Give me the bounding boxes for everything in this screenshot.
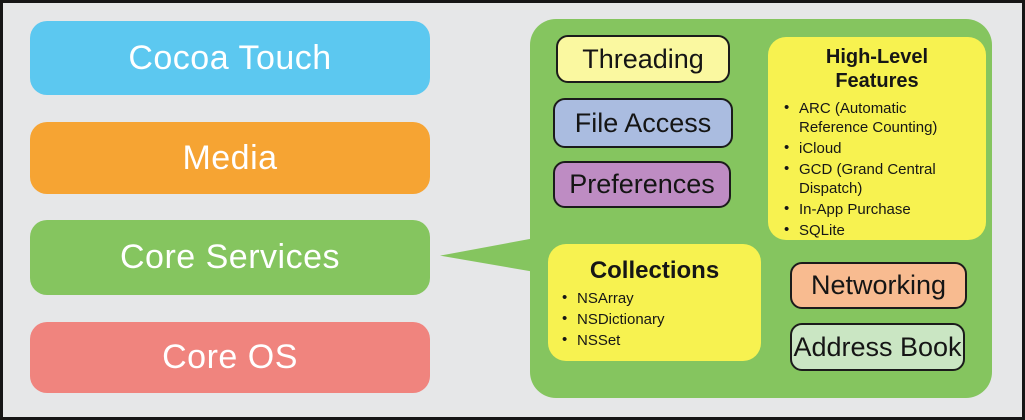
list-item: NSSet	[560, 331, 731, 351]
layer-label: Cocoa Touch	[128, 38, 332, 77]
collections-list: NSArray NSDictionary NSSet	[548, 289, 761, 351]
callout-pointer-triangle	[440, 238, 535, 272]
high-level-features-list: ARC (Automatic Reference Counting) iClou…	[768, 99, 986, 241]
core-services-detail-panel: Threading File Access Preferences High-L…	[530, 19, 992, 398]
layer-media: Media	[30, 122, 430, 194]
pill-address-book: Address Book	[790, 323, 965, 371]
layer-label: Core Services	[119, 238, 340, 276]
pill-preferences: Preferences	[553, 161, 731, 208]
list-item: NSArray	[560, 289, 731, 309]
pill-threading: Threading	[556, 35, 730, 83]
list-item: GCD (Grand Central Dispatch)	[782, 160, 956, 199]
high-level-features-box: High-Level Features ARC (Automatic Refer…	[768, 37, 986, 240]
list-item: iCloud	[782, 139, 956, 159]
collections-title: Collections	[589, 257, 720, 284]
pill-label: Address Book	[793, 331, 962, 362]
pill-file-access: File Access	[553, 98, 733, 148]
pill-label: Networking	[810, 270, 947, 300]
list-item: NSDictionary	[560, 310, 731, 330]
list-item: SQLite	[782, 221, 956, 241]
layer-label: Media	[182, 138, 278, 177]
pill-label: Threading	[582, 43, 704, 74]
layer-cocoa-touch: Cocoa Touch	[30, 21, 430, 95]
layer-core-services: Core Services	[30, 220, 430, 295]
list-item: In-App Purchase	[782, 200, 956, 220]
layer-label: Core OS	[162, 338, 298, 376]
collections-box: Collections NSArray NSDictionary NSSet	[548, 244, 761, 361]
pill-label: File Access	[574, 107, 712, 138]
pill-networking: Networking	[790, 262, 967, 309]
layer-core-os: Core OS	[30, 322, 430, 393]
pill-label: Preferences	[569, 169, 715, 199]
high-level-features-title: High-Level Features	[825, 46, 929, 92]
list-item: ARC (Automatic Reference Counting)	[782, 99, 956, 138]
